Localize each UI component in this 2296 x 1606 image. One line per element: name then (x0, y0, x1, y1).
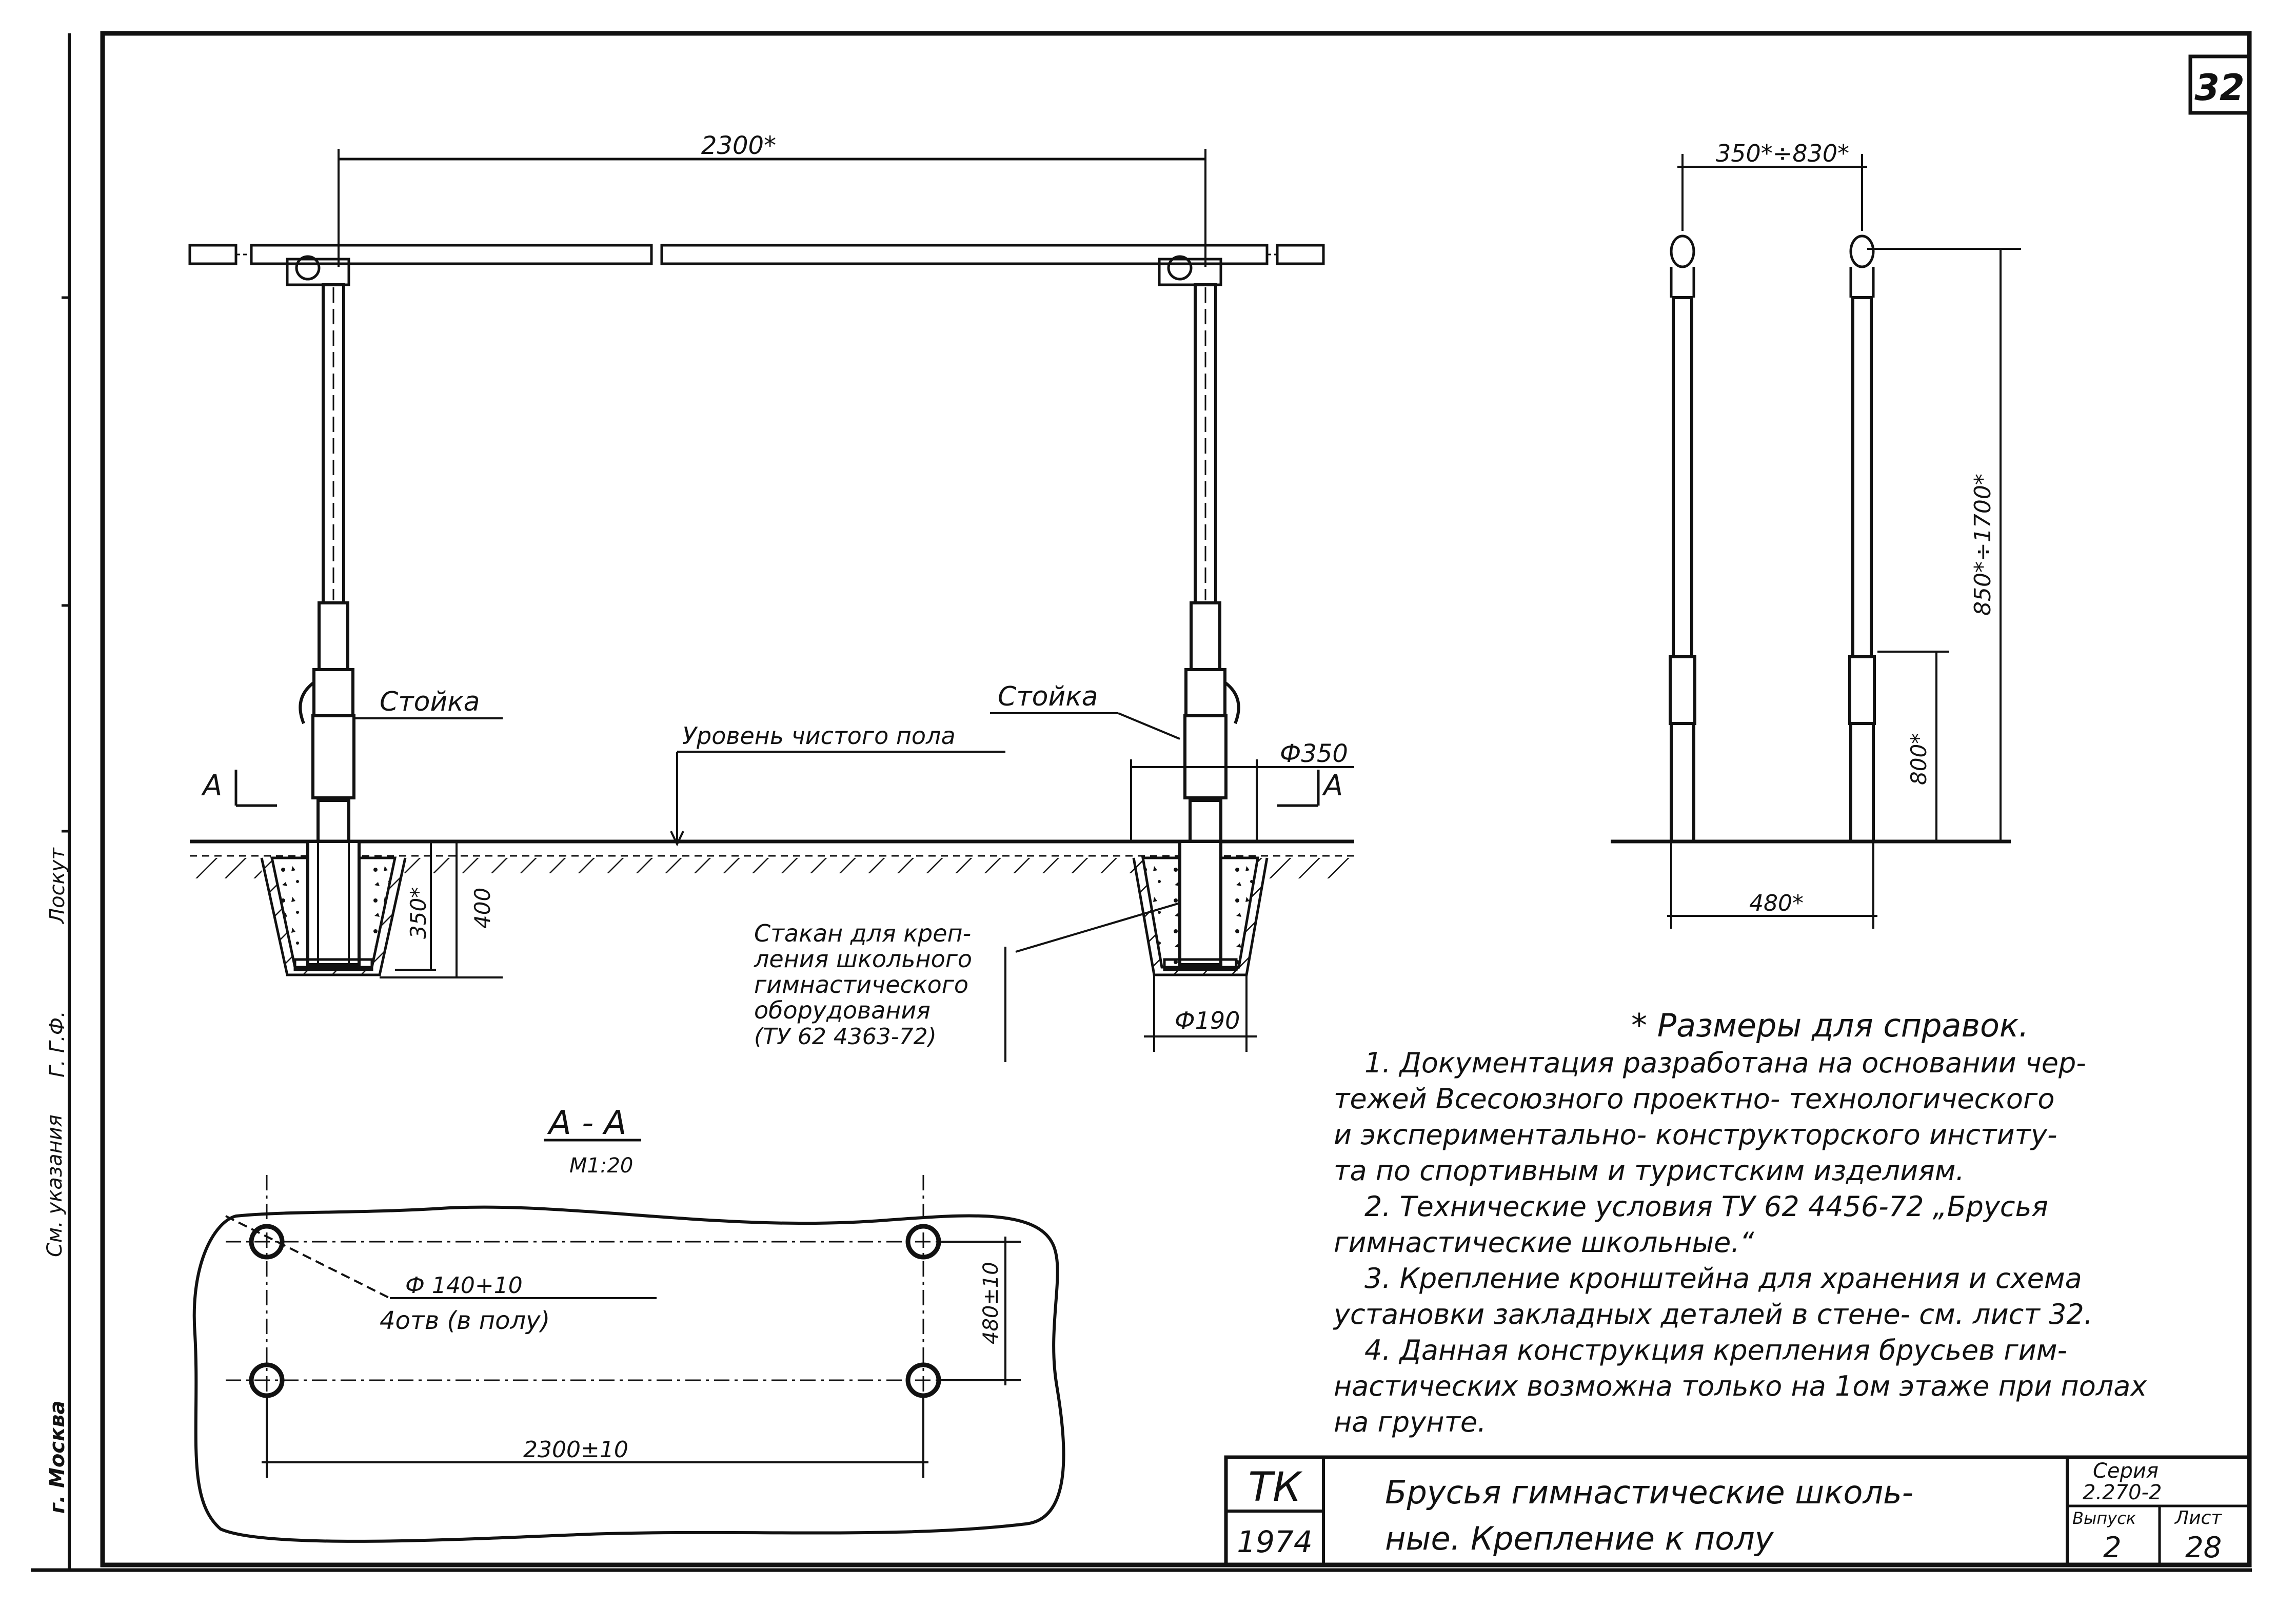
note-line: 4. Данная конструкция крепления брусьев … (1364, 1334, 2067, 1366)
floor-level-label: Уровень чистого пола (682, 722, 956, 750)
depth-label-2: 400 (470, 888, 495, 929)
cup-note-line-5: (ТУ 62 4363-72) (754, 1024, 937, 1050)
section-marker-left-group: А (201, 769, 277, 807)
hole-note-2: 4отв (в полу) (380, 1306, 550, 1335)
side-base-width-label: 480* (1749, 890, 1804, 916)
title-line-1: Брусья гимнастические школь- (1385, 1474, 1913, 1511)
title-line-2: ные. Крепление к полу (1385, 1520, 1774, 1557)
post-right (1158, 255, 1240, 843)
side-post-right (1848, 234, 1876, 843)
series-value: 2.270-2 (2083, 1481, 2162, 1504)
post-label-right-group: Стойка (990, 681, 1180, 740)
note-line: на грунте. (1334, 1406, 1486, 1438)
span-dimension: 2300* (338, 131, 1206, 267)
note-line: 3. Крепление кронштейна для хранения и с… (1364, 1262, 2082, 1295)
note-line: установки закладных деталей в стене- см.… (1333, 1298, 2093, 1330)
series-label: Серия (2093, 1459, 2159, 1483)
post-label-right: Стойка (998, 681, 1098, 712)
sheet-value: 28 (2185, 1531, 2222, 1564)
strip-city: г. Москва (46, 1401, 69, 1514)
page-number: 32 (2194, 67, 2244, 109)
side-post-left (1669, 234, 1696, 843)
title-org: ТК (1248, 1464, 1303, 1511)
span-label: 2300* (701, 131, 776, 160)
section-marker-right-group: А (1277, 769, 1343, 807)
note-line: 2. Технические условия ТУ 62 4456-72 „Бр… (1364, 1190, 2048, 1223)
section-marker-left: А (201, 769, 222, 802)
pit-left (260, 840, 407, 976)
hole-note-1: Ф 140+10 (405, 1272, 523, 1299)
title-year: 1974 (1237, 1524, 1313, 1559)
floor-slab-outline (192, 1205, 1065, 1543)
side-mid-height-label: 800* (1906, 733, 1931, 785)
depth-dimensions: 350* 400 (380, 841, 503, 978)
strip-reference: См. указания (43, 1114, 67, 1257)
anchor-hole (249, 1224, 285, 1260)
floor-level-callout: Уровень чистого пола (670, 722, 1005, 847)
post-label-left: Стойка (380, 687, 480, 717)
sheet-frame (31, 31, 2252, 1572)
pit-right (1132, 840, 1269, 976)
note-line: та по спортивным и туристским изделиям. (1334, 1154, 1965, 1187)
side-height-label: 850*÷1700* (1970, 474, 1996, 616)
cup-note-line-2: ления школьного (754, 945, 972, 973)
front-view: 2300* (188, 131, 1354, 1062)
note-line: гимнастические школьные.“ (1334, 1226, 1754, 1259)
side-view: 350*÷830* 850*÷1700* 800* (1611, 140, 2021, 929)
note-line: и экспериментально- конструкторского инс… (1334, 1119, 2057, 1151)
diameter-top-dim: Ф350 (1130, 739, 1354, 841)
diameter-bottom-dim: Ф190 (1144, 975, 1257, 1052)
issue-label: Выпуск (2072, 1509, 2136, 1528)
section-marker-right: А (1322, 769, 1343, 802)
sheet-label: Лист (2174, 1507, 2222, 1529)
floor-ground (190, 839, 1354, 878)
diameter-top-label: Ф350 (1280, 739, 1348, 768)
bar-rail (188, 244, 1325, 265)
cup-note: Стакан для креп- ления школьного гимнаст… (754, 902, 1180, 1062)
section-scale: М1:20 (569, 1154, 633, 1178)
strip-signature: Г. Г.Ф. (46, 1011, 69, 1078)
strip-checked: Лоскут (46, 847, 69, 925)
section-aa: А - А М1:20 Ф 140+10 4отв (в полу) 480±1… (192, 1104, 1065, 1543)
page-number-box: 32 (2188, 54, 2251, 115)
anchor-hole (905, 1224, 941, 1260)
depth-label-1: 350* (406, 887, 431, 939)
side-top-width-label: 350*÷830* (1716, 140, 1849, 167)
cup-note-line-4: оборудования (754, 996, 931, 1024)
note-line: 1. Документация разработана на основании… (1364, 1047, 2086, 1079)
note-line: настических возможна только на 1ом этаже… (1334, 1370, 2147, 1402)
title-block: ТК 1974 Брусья гимнастические школь- ные… (1224, 1455, 2251, 1567)
section-length-label: 2300±10 (523, 1437, 628, 1463)
cup-note-line-3: гимнастического (754, 971, 968, 998)
left-strip: См. указания Г. Г.Ф. Лоскут г. Москва (43, 847, 69, 1514)
section-title: А - А (547, 1104, 626, 1142)
diameter-bottom-label: Ф190 (1175, 1007, 1240, 1034)
post-left (286, 255, 355, 843)
notes-heading: * Размеры для справок. (1631, 1007, 2029, 1044)
note-line: тежей Всесоюзного проектно- технологичес… (1334, 1083, 2054, 1115)
section-width-label: 480±10 (979, 1262, 1003, 1344)
cup-note-line-1: Стакан для креп- (754, 919, 971, 947)
issue-value: 2 (2103, 1531, 2122, 1564)
post-label-left-group: Стойка (354, 687, 503, 719)
notes: * Размеры для справок. 1. Документация р… (1333, 1007, 2147, 1438)
